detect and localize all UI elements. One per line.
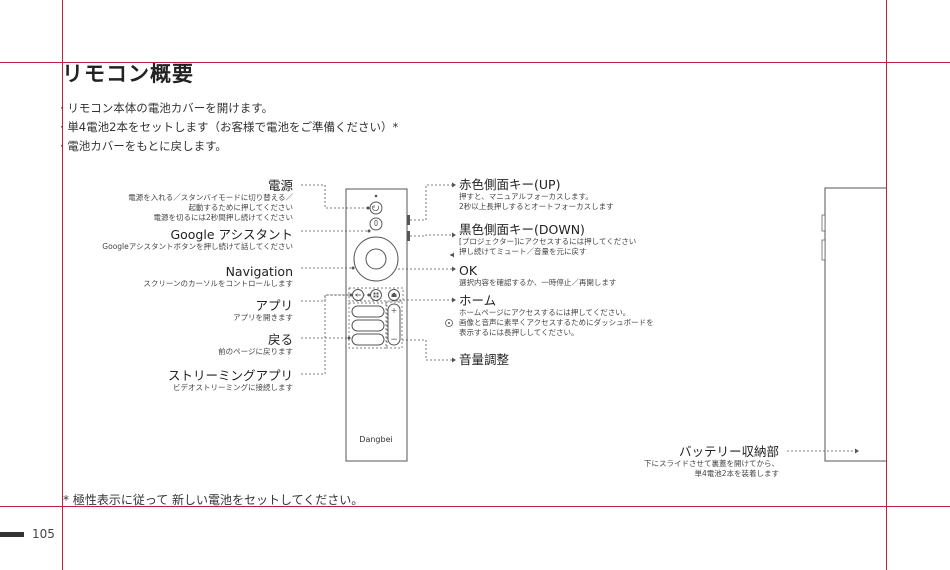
page-number: 105: [32, 527, 55, 541]
side-profile-key: [821, 239, 826, 261]
instruction-item: 電池カバーをもとに戻します。: [60, 137, 398, 156]
crop-line-top: [0, 62, 950, 63]
label-battery-compartment: バッテリー収納部 下にスライドさせて裏蓋を開けてから、 単4電池2本を装着します: [644, 444, 779, 479]
page-title: リモコン概要: [62, 62, 194, 86]
google-assistant-button: [369, 217, 383, 231]
house-icon: [391, 292, 397, 297]
label-google-assistant: Google アシスタント Googleアシスタントボタンを押し続けて話してくだ…: [102, 227, 293, 252]
label-black-key-title: 黒色側面キー(DOWN): [459, 222, 585, 237]
page-number-bar: [0, 532, 24, 537]
label-red-key-desc: 押すと、マニュアルフォーカスします。: [459, 192, 593, 201]
label-google-desc: Googleアシスタントボタンを押し続けて話してください: [102, 242, 293, 251]
streaming-button-3: [351, 333, 385, 346]
label-home-title: ホーム: [459, 293, 497, 308]
label-navigation: Navigation スクリーンのカーソルをコントロールします: [143, 264, 293, 289]
label-ok-desc: 選択内容を確認するか、一時停止／再開します: [459, 278, 617, 287]
label-red-key-desc: 2秒以上長押しするとオートフォーカスします: [459, 202, 614, 211]
label-power: 電源 電源を入れる／スタンバイモードに切り替える／ 起動するために押してください…: [128, 178, 293, 223]
instruction-list: リモコン本体の電池カバーを開けます。 単4電池2本をセットします（お客様で電池を…: [60, 99, 398, 156]
instruction-item: 単4電池2本をセットします（お客様で電池をご準備ください）*: [60, 118, 398, 137]
dashboard-icon: [445, 319, 453, 327]
remote-side-profile: [824, 187, 886, 462]
label-battery-title: バッテリー収納部: [678, 444, 779, 459]
leader-arrows-right: [452, 182, 859, 454]
volume-group-outline: [385, 301, 403, 349]
label-streaming-title: ストリーミングアプリ: [167, 368, 293, 383]
dashboard-icon-dot: [448, 322, 450, 324]
label-power-desc: 電源を切るには2秒間押し続けてください: [153, 213, 293, 222]
label-power-desc: 電源を入れる／スタンバイモードに切り替える／: [128, 193, 293, 202]
label-apps-title: アプリ: [255, 298, 293, 313]
streaming-group-outline: [348, 302, 388, 349]
label-volume-title: 音量調整: [459, 352, 510, 367]
volume-rocker: [387, 303, 401, 346]
label-black-key-desc: 押し続けてミュート／音量を元に戻す: [459, 247, 587, 256]
label-ok: OK 選択内容を確認するか、一時停止／再開します: [459, 263, 616, 288]
label-streaming: ストリーミングアプリ ビデオストリーミングに接続します: [168, 368, 293, 393]
label-battery-desc: 単4電池2本を装着します: [694, 469, 779, 478]
streaming-button-2: [351, 319, 385, 332]
ok-button: [365, 248, 387, 270]
label-navigation-title: Navigation: [225, 264, 293, 279]
function-row-outline: [348, 287, 404, 302]
label-apps: アプリ アプリを開きます: [233, 298, 293, 323]
label-volume: 音量調整: [459, 352, 509, 367]
polarity-footnote: * 極性表示に従って 新しい電池をセットしてください。: [63, 493, 364, 507]
label-streaming-desc: ビデオストリーミングに接続します: [173, 383, 293, 392]
label-home-desc: 表示するには長押ししてください。: [459, 328, 579, 337]
side-profile-key: [821, 214, 826, 232]
label-black-side-key: 黒色側面キー(DOWN) [プロジェクター]にアクセスするには押してください 押…: [459, 222, 636, 257]
side-key-red: [407, 215, 410, 225]
leader-lines-right: [398, 184, 855, 452]
instruction-item: リモコン本体の電池カバーを開けます。: [60, 99, 398, 118]
label-navigation-desc: スクリーンのカーソルをコントロールします: [143, 279, 293, 288]
label-red-key-title: 赤色側面キー(UP): [459, 177, 561, 192]
microphone-icon: [374, 220, 378, 226]
label-home: ホーム ホームページにアクセスするには押してください。 画像と音声に素早くアクセ…: [459, 293, 654, 338]
label-home-desc: 画像と音声に素早くアクセスするためにダッシュボードを: [459, 318, 654, 327]
label-home-desc: ホームページにアクセスするには押してください。: [459, 308, 631, 317]
power-icon: [372, 205, 379, 211]
navigation-ring: [353, 236, 399, 282]
home-button: [388, 289, 400, 301]
label-red-side-key: 赤色側面キー(UP) 押すと、マニュアルフォーカスします。 2秒以上長押しすると…: [459, 177, 614, 212]
streaming-button-1: [351, 305, 385, 318]
leader-dots-left: [347, 206, 371, 340]
plus-icon: +: [391, 306, 398, 315]
label-back-title: 戻る: [267, 332, 293, 347]
remote-body: [345, 188, 408, 462]
crop-line-bottom: [0, 506, 950, 507]
crop-line-left: [62, 0, 63, 570]
label-black-key-desc: [プロジェクター]にアクセスするには押してください: [459, 237, 637, 246]
crop-line-right: [886, 0, 887, 570]
label-back-desc: 前のページに戻ります: [218, 347, 293, 356]
power-button: [369, 201, 383, 215]
label-google-title: Google アシスタント: [170, 227, 293, 242]
led-indicator: [374, 194, 378, 198]
label-power-desc: 起動するために押してください: [188, 203, 293, 212]
leader-lines-left: [301, 184, 369, 375]
minus-icon: −: [390, 335, 398, 345]
brand-logo: Dangbei: [359, 435, 392, 444]
label-apps-desc: アプリを開きます: [233, 313, 293, 322]
speaker-mute-icon: [450, 252, 454, 258]
label-back: 戻る 前のページに戻ります: [218, 332, 293, 357]
side-key-black: [407, 231, 410, 241]
label-ok-title: OK: [459, 263, 478, 278]
label-battery-desc: 下にスライドさせて裏蓋を開けてから、: [644, 459, 779, 468]
label-power-title: 電源: [267, 178, 293, 193]
apps-grid-icon: [373, 292, 379, 298]
